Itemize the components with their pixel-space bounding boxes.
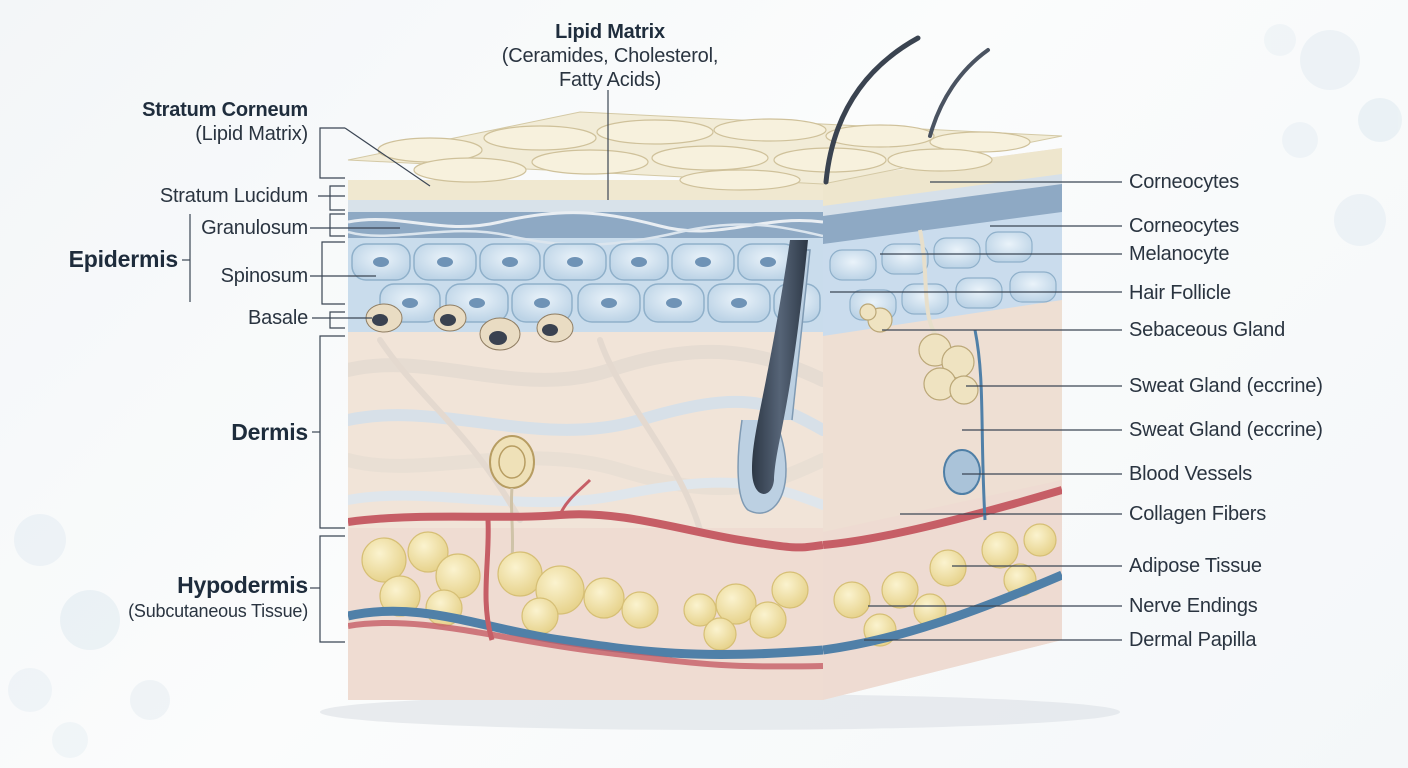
spinosum-label: Spinosum: [220, 265, 309, 287]
sweat-gland-label-2: Sweat Gland (eccrine): [1129, 419, 1323, 441]
nerve-endings-label: Nerve Endings: [1129, 595, 1258, 617]
hypodermis-sub: (Subcutaneous Tissue): [128, 601, 308, 621]
hypodermis-title: Hypodermis: [177, 572, 308, 598]
basale-label: Basale: [248, 307, 308, 329]
sebaceous-gland-label: Sebaceous Gland: [1129, 319, 1286, 341]
hair-follicle-label: Hair Follicle: [1129, 282, 1231, 304]
stratum-lucidum-label: Stratum Lucidum: [159, 185, 308, 207]
right-leader-lines: [830, 181, 1122, 641]
skin-block-top-face: [347, 111, 1063, 191]
collagen-fibers-label: Collagen Fibers: [1129, 503, 1267, 525]
block-shadow: [320, 694, 1120, 730]
stratum-corneum-sub: (Lipid Matrix): [195, 123, 308, 145]
lipid-matrix-label: Lipid Matrix (Ceramides, Cholesterol, Fa…: [490, 20, 730, 92]
blood-vessels-label: Blood Vessels: [1129, 463, 1253, 485]
sweat-gland-label: Sweat Gland (eccrine): [1129, 375, 1323, 397]
melanocyte-label: Melanocyte: [1129, 243, 1230, 265]
hair-shaft: [928, 48, 990, 138]
dermis-label: Dermis: [231, 419, 308, 445]
skin-block-side-face: [823, 148, 1062, 700]
granulosum-label: Granulosum: [201, 217, 308, 239]
corneocytes-label-2: Corneocytes: [1129, 215, 1240, 237]
background-cells-decoration: [8, 24, 1402, 758]
skin-block-front-face: [348, 180, 823, 700]
adipose-tissue-label: Adipose Tissue: [1129, 555, 1262, 577]
corneocytes-label: Corneocytes: [1129, 171, 1240, 193]
lipid-matrix-line1: (Ceramides, Cholesterol,: [501, 45, 719, 67]
epidermis-label: Epidermis: [68, 246, 179, 272]
hair-shaft: [823, 35, 921, 185]
lipid-matrix-line2: Fatty Acids): [558, 69, 662, 91]
stratum-corneum-title: Stratum Corneum: [142, 99, 308, 121]
left-leader-lines: [182, 127, 431, 643]
lipid-matrix-title: Lipid Matrix: [555, 21, 665, 43]
dermal-papilla-label: Dermal Papilla: [1129, 629, 1257, 651]
